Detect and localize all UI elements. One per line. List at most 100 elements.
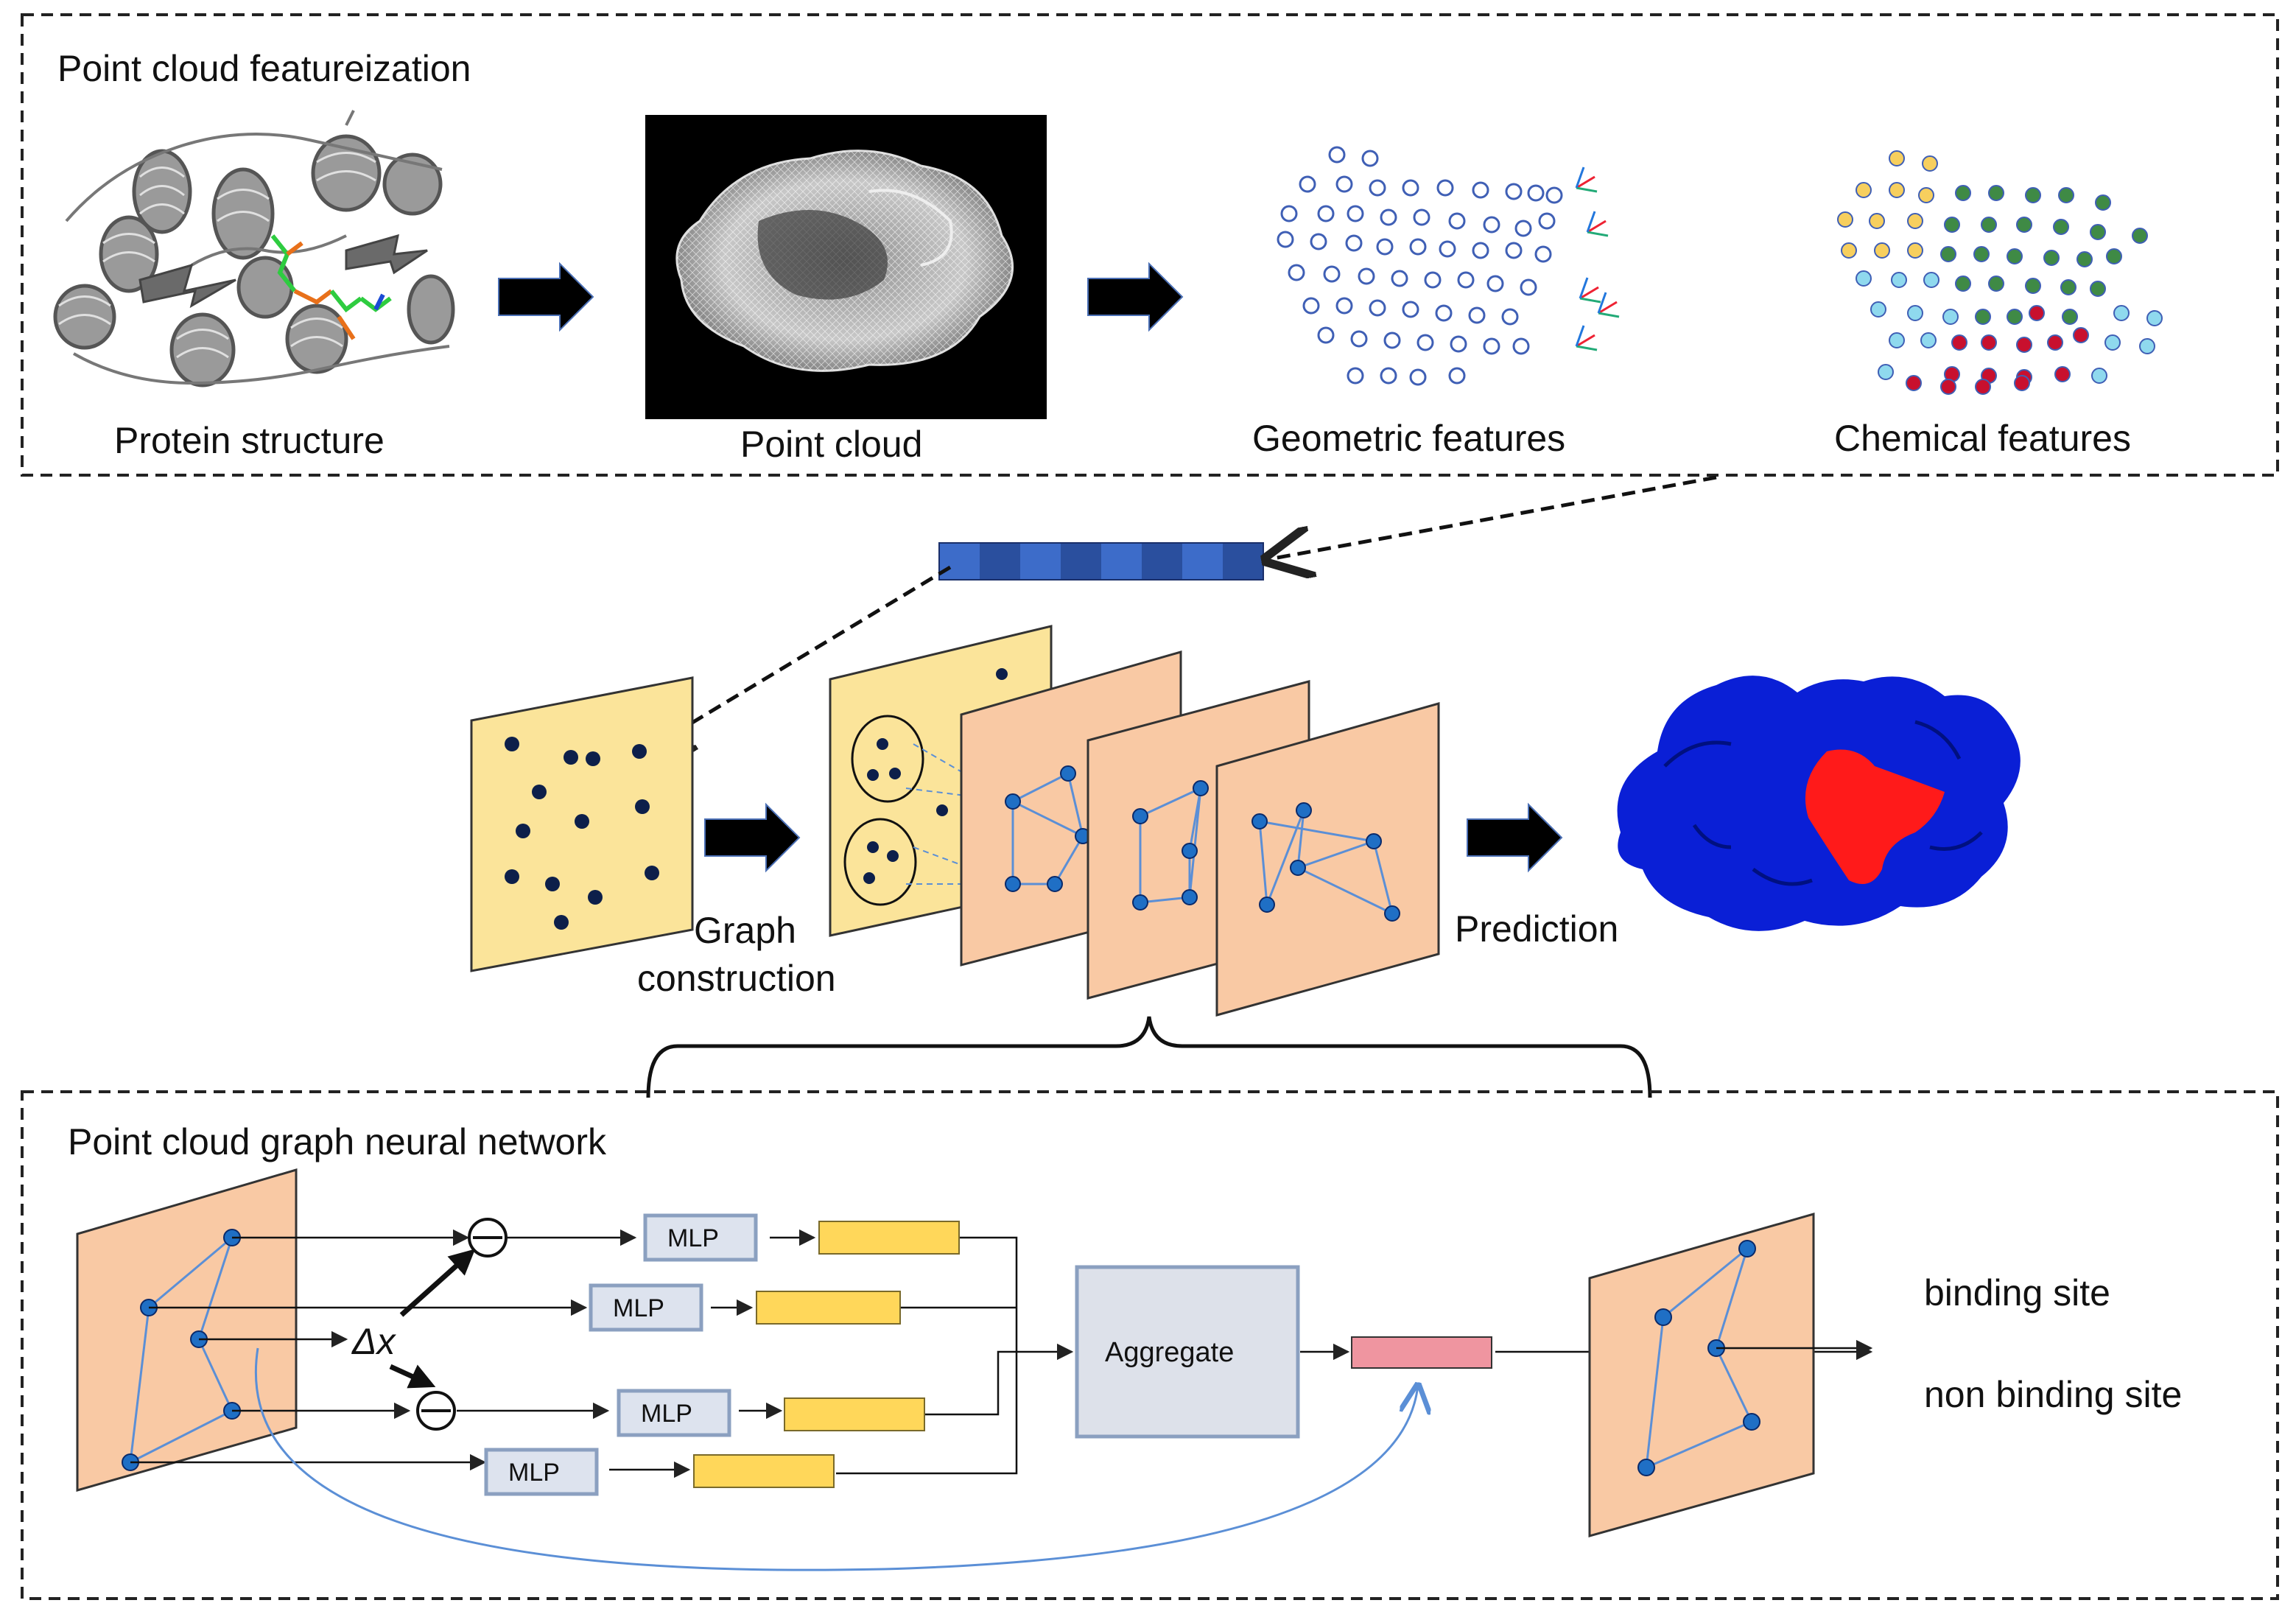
embedding-cell — [1020, 543, 1061, 580]
geometric-point — [1468, 306, 1486, 324]
geometric-point — [1424, 271, 1442, 289]
geometric-point — [1380, 367, 1397, 385]
chemical-point — [1944, 217, 1960, 233]
mlp-output-features — [693, 1221, 960, 1488]
chemical-point — [1951, 334, 1967, 351]
geometric-point — [1288, 264, 1305, 281]
geometric-point — [1413, 208, 1430, 226]
chemical-point — [2054, 366, 2071, 382]
geometric-point — [1347, 367, 1364, 385]
input-point — [505, 869, 519, 884]
geometric-point — [1505, 183, 1523, 200]
geometric-point — [1302, 297, 1320, 315]
gnn-output-node — [1637, 1459, 1655, 1476]
chemical-point — [1889, 150, 1905, 166]
prediction-surface-image — [1617, 676, 2021, 931]
geometric-point — [1328, 146, 1346, 164]
graph-node — [1366, 833, 1382, 849]
mlp-box-4: MLP — [484, 1448, 599, 1496]
chemical-point — [1940, 379, 1956, 395]
geometric-point — [1376, 238, 1394, 256]
graph-edge — [1258, 821, 1268, 905]
chemical-point — [2047, 334, 2063, 351]
graph-edge — [1012, 800, 1084, 838]
graph-edge — [130, 1409, 233, 1464]
chemical-point — [2053, 219, 2069, 235]
arrow-protein-to-cloud — [498, 262, 594, 332]
graph-node — [1005, 876, 1021, 892]
chemical-point — [1922, 155, 1938, 172]
graph-node — [1290, 860, 1306, 876]
graph-edge — [1296, 810, 1305, 869]
mlp-box-2: MLP — [589, 1283, 703, 1332]
mlp-label: MLP — [613, 1294, 664, 1322]
chemical-point — [1869, 213, 1885, 229]
chemical-point — [2146, 310, 2163, 326]
geometric-point — [1369, 299, 1386, 317]
brace-bracket — [646, 1016, 1652, 1098]
graph-node — [1182, 843, 1198, 859]
geometric-point — [1439, 240, 1456, 258]
input-point-sheet — [470, 676, 694, 972]
chemical-point — [2091, 368, 2107, 384]
geometric-point — [1280, 205, 1298, 222]
geometric-point — [1317, 326, 1335, 344]
embedding-cell — [1142, 543, 1182, 580]
geometric-point — [1323, 265, 1341, 283]
geometric-point — [1409, 238, 1427, 256]
arrow-cloud-to-features — [1087, 262, 1184, 332]
graph-edge — [1297, 840, 1375, 869]
embedding-cell — [1061, 543, 1101, 580]
normal-vector-red — [1587, 220, 1607, 234]
gnn-output-node — [1743, 1413, 1760, 1431]
subtract-operator-top — [468, 1218, 508, 1258]
graph-edge — [148, 1236, 233, 1309]
chemical-point — [2090, 224, 2106, 240]
chemical-point — [1988, 276, 2004, 292]
chemical-point — [1973, 246, 1990, 262]
chemical-point — [1942, 309, 1959, 325]
graph-node — [1182, 889, 1198, 905]
arrow-graph-to-prediction — [1467, 802, 1563, 873]
chemical-point — [2016, 337, 2032, 353]
graph-edge — [1259, 820, 1375, 843]
normal-vector-blue — [1597, 292, 1607, 314]
chemical-point — [1856, 182, 1872, 198]
geometric-point — [1350, 330, 1368, 348]
chemical-point — [1889, 332, 1905, 348]
normal-vector-green — [1579, 297, 1601, 304]
chemical-point — [1878, 364, 1894, 380]
top-panel-title: Point cloud featureization — [57, 48, 471, 89]
geometric-point — [1345, 234, 1363, 252]
chemical-point — [2090, 281, 2106, 297]
geometric-point — [1435, 304, 1453, 322]
output-binding-site-label: binding site — [1924, 1272, 2110, 1313]
graph-edge — [1140, 787, 1201, 818]
chemical-point — [2014, 375, 2030, 391]
mlp-box-1: MLP — [643, 1213, 758, 1262]
geometric-point — [1335, 175, 1353, 193]
geometric-point — [1512, 337, 1530, 355]
chemical-point — [1955, 276, 1971, 292]
graph-edge — [1188, 788, 1202, 898]
graph-node — [1193, 780, 1209, 796]
geometric-point — [1514, 220, 1532, 237]
chemical-point — [2139, 338, 2155, 354]
geometric-point — [1310, 233, 1327, 250]
chemical-point — [1874, 242, 1890, 259]
mlp-output-bar-2 — [756, 1291, 901, 1325]
chemical-point — [2062, 309, 2078, 325]
mlp-box-frame — [589, 1283, 703, 1332]
mlp-label: MLP — [667, 1224, 719, 1252]
chemical-point — [1841, 242, 1857, 259]
normal-vector-red — [1576, 175, 1595, 189]
geometric-point — [1391, 270, 1408, 287]
chemical-point — [1920, 332, 1937, 348]
geometric-point — [1520, 278, 1537, 296]
geometric-point — [1545, 186, 1563, 204]
geometric-point — [1436, 179, 1454, 197]
normal-vector-blue — [1575, 166, 1585, 189]
arrow-sheet-to-graph — [704, 802, 801, 873]
graph-edge — [1645, 1316, 1665, 1468]
